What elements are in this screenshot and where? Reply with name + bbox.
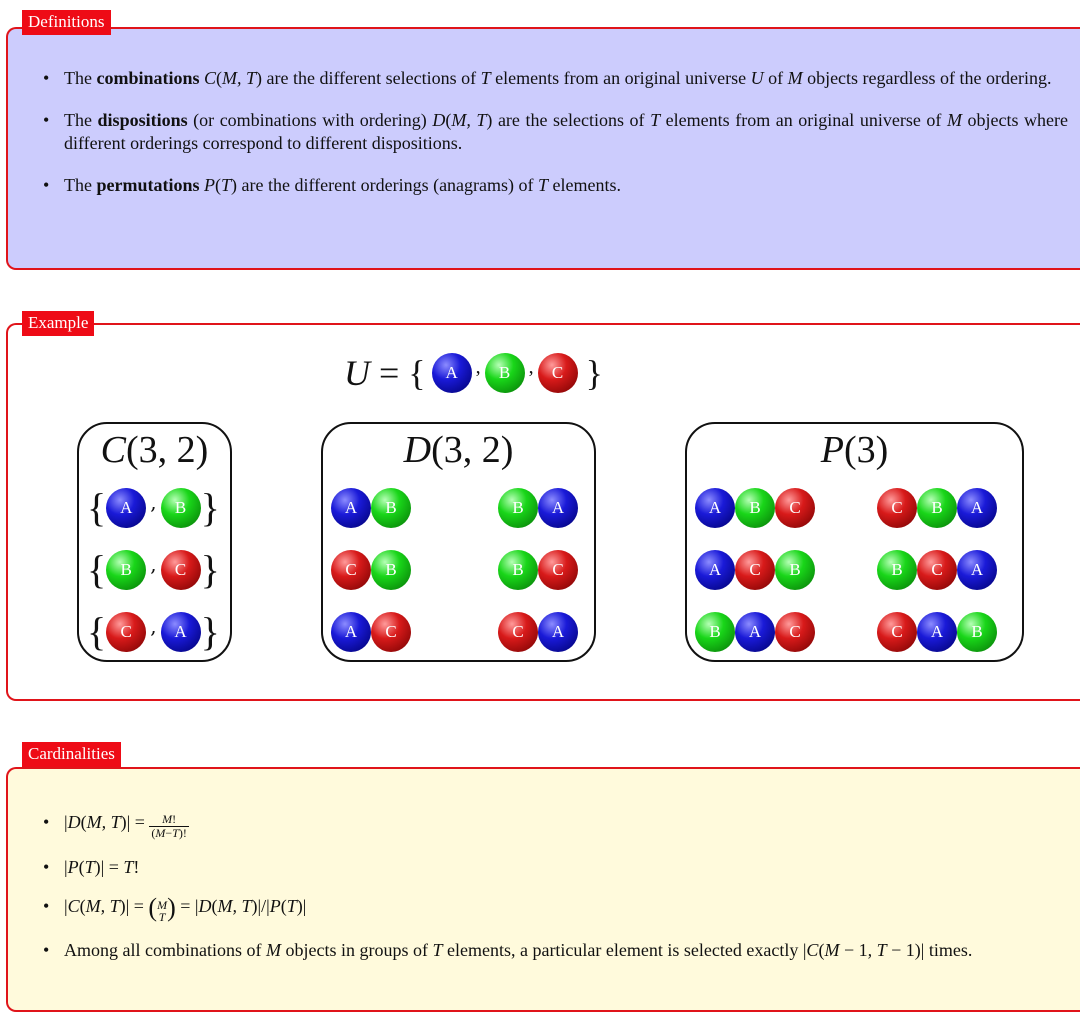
ball-a: A <box>695 488 735 528</box>
ball-b: B <box>735 488 775 528</box>
ball-b: B <box>160 488 201 528</box>
permutations-title: P(3) <box>820 429 889 471</box>
ball-a: A <box>695 550 735 590</box>
ball-c: C <box>775 488 815 528</box>
cardinality-permutations: •|P(T)| = T! <box>43 857 140 877</box>
ball-b: B <box>917 488 957 528</box>
combinations-box: C(3, 2) {A,B} {B,C} {C,A} <box>77 422 232 662</box>
ball-b: B <box>484 353 525 393</box>
definition-dispositions: •The dispositions (or combinations with … <box>43 110 1069 153</box>
universe-set: U = { A, B, C} <box>344 353 603 393</box>
definition-permutations: •The permutations P(T) are the different… <box>43 175 622 195</box>
universe-symbol: U <box>344 353 370 393</box>
ball-c: C <box>735 550 775 590</box>
definitions-label: Definitions <box>22 10 111 35</box>
ball-b: B <box>957 612 997 652</box>
ball-b: B <box>371 550 411 590</box>
ball-b: B <box>877 550 917 590</box>
cardinalities-panel: •|D(M, T)| = M!(M−T)! •|P(T)| = T! •|C(M… <box>6 767 1080 1012</box>
ball-b: B <box>498 550 538 590</box>
cardinalities-label: Cardinalities <box>22 742 121 767</box>
ball-a: A <box>431 353 472 393</box>
ball-a: A <box>957 488 997 528</box>
ball-a: A <box>331 488 371 528</box>
combinations-title: C(3, 2) <box>100 429 209 471</box>
ball-b: B <box>371 488 411 528</box>
ball-b: B <box>775 550 815 590</box>
ball-c: C <box>498 612 538 652</box>
ball-b: B <box>498 488 538 528</box>
ball-c: C <box>106 612 147 652</box>
example-label: Example <box>22 311 95 336</box>
ball-b: B <box>695 612 735 652</box>
ball-c: C <box>160 550 201 590</box>
ball-c: C <box>775 612 815 652</box>
cardinality-dispositions: •|D(M, T)| = M!(M−T)! <box>43 812 189 840</box>
ball-c: C <box>877 488 917 528</box>
ball-a: A <box>160 612 201 652</box>
ball-c: C <box>537 353 578 393</box>
definitions-list: •The combinations C(M, T) are the differ… <box>43 67 1069 197</box>
ball-a: A <box>538 488 578 528</box>
ball-a: A <box>735 612 775 652</box>
ball-c: C <box>917 550 957 590</box>
definition-combinations: •The combinations C(M, T) are the differ… <box>43 68 1052 88</box>
combination-row: {B,C} <box>87 547 220 592</box>
dispositions-title: D(3, 2) <box>403 429 514 471</box>
combination-row: {A,B} <box>87 485 220 530</box>
combination-row: {C,A} <box>87 609 220 654</box>
ball-a: A <box>331 612 371 652</box>
ball-c: C <box>877 612 917 652</box>
ball-a: A <box>538 612 578 652</box>
ball-b: B <box>106 550 147 590</box>
cardinality-selection-count: •Among all combinations of M objects in … <box>43 940 973 960</box>
ball-c: C <box>538 550 578 590</box>
example-panel: U = { A, B, C} C(3, 2) {A,B} {B,C} {C,A}… <box>6 323 1080 701</box>
ball-a: A <box>106 488 147 528</box>
ball-c: C <box>371 612 411 652</box>
ball-a: A <box>917 612 957 652</box>
definitions-panel: •The combinations C(M, T) are the differ… <box>6 27 1080 270</box>
cardinalities-list: •|D(M, T)| = M!(M−T)! •|P(T)| = T! •|C(M… <box>43 811 1068 962</box>
ball-a: A <box>957 550 997 590</box>
ball-c: C <box>331 550 371 590</box>
